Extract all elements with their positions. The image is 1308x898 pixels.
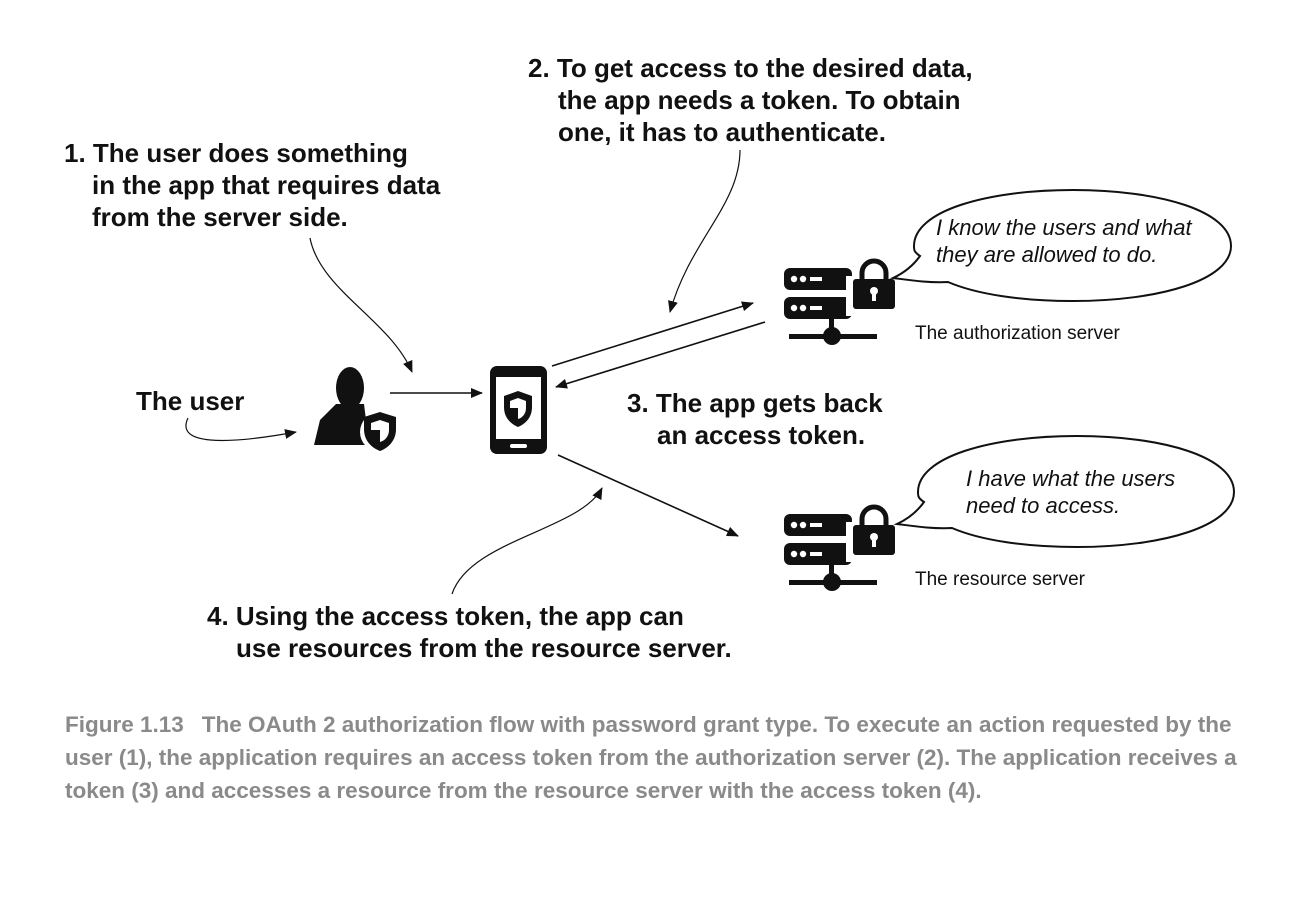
- step1-text: 1. The user does something in the app th…: [64, 138, 447, 232]
- user-shield-icon: [314, 367, 400, 452]
- step3-line-1: 3. The app gets back: [627, 388, 883, 418]
- user-label-pointer-arrow: [185, 417, 297, 442]
- resource-server-icon: [784, 504, 900, 591]
- step1-line-2: in the app that requires data: [92, 170, 441, 200]
- app-to-auth-arrow: [551, 301, 754, 367]
- step2-text: 2. To get access to the desired data, th…: [528, 53, 980, 147]
- step2-pointer-arrow: [668, 149, 741, 313]
- step1-pointer-arrow: [309, 237, 413, 373]
- resource-server-bubble-text: I have what the users need to access.: [966, 466, 1181, 518]
- step1-line-3: from the server side.: [92, 202, 348, 232]
- step2-line-3: one, it has to authenticate.: [558, 117, 886, 147]
- step4-line-1: 4. Using the access token, the app can: [207, 601, 684, 631]
- step1-line-1: 1. The user does something: [64, 138, 408, 168]
- step2-line-1: 2. To get access to the desired data,: [528, 53, 973, 83]
- auth-server-bubble-text: I know the users and what they are allow…: [936, 215, 1198, 267]
- resource-server-label: The resource server: [915, 569, 1086, 590]
- resource-bubble-line-1: I have what the users: [966, 466, 1175, 491]
- step3-text: 3. The app gets back an access token.: [627, 388, 890, 450]
- step4-pointer-arrow: [451, 487, 603, 595]
- auth-bubble-line-1: I know the users and what: [936, 215, 1192, 240]
- step2-line-2: the app needs a token. To obtain: [558, 85, 961, 115]
- figure-number: Figure 1.13: [65, 712, 184, 737]
- auth-server-speech-bubble: I know the users and what they are allow…: [889, 188, 1233, 303]
- resource-server-speech-bubble: I have what the users need to access.: [893, 434, 1236, 549]
- step4-line-2: use resources from the resource server.: [236, 633, 732, 663]
- auth-server-label: The authorization server: [915, 323, 1121, 344]
- auth-to-app-arrow: [555, 321, 766, 389]
- auth-server-icon: [784, 258, 900, 345]
- step3-line-2: an access token.: [657, 420, 865, 450]
- app-to-resource-arrow: [557, 454, 739, 537]
- step4-text: 4. Using the access token, the app can u…: [207, 601, 732, 663]
- caption-text: The OAuth 2 authorization flow with pass…: [65, 712, 1237, 803]
- auth-bubble-line-2: they are allowed to do.: [936, 242, 1157, 267]
- resource-bubble-line-2: need to access.: [966, 493, 1120, 518]
- smartphone-shield-icon: [490, 366, 547, 454]
- oauth-flow-diagram: 1. The user does something in the app th…: [64, 53, 1236, 663]
- user-label: The user: [136, 386, 244, 416]
